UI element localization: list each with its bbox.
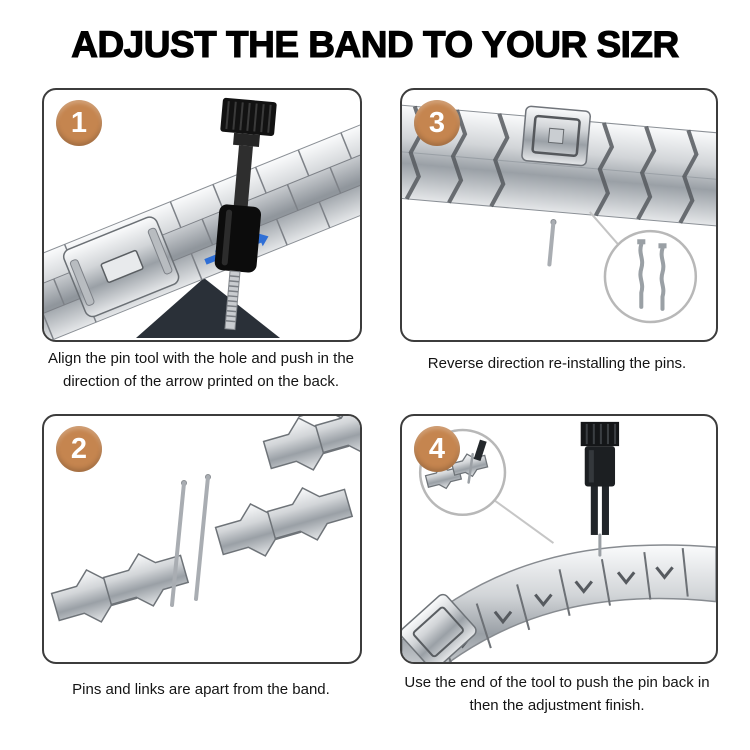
leader-line bbox=[589, 211, 619, 245]
step4-caption: Use the end of the tool to push the pin … bbox=[404, 674, 710, 715]
step3-panel: 3 bbox=[400, 88, 718, 342]
step2-illustration-links-apart bbox=[47, 416, 360, 634]
pin-removal-tool bbox=[214, 97, 277, 331]
step4-badge: 4 bbox=[414, 426, 460, 472]
watch-band-curved bbox=[402, 544, 716, 662]
clasp bbox=[521, 105, 592, 167]
step4-illustration-push-pin-back bbox=[402, 421, 716, 662]
step1-badge: 1 bbox=[56, 100, 102, 146]
loose-pins bbox=[170, 474, 211, 607]
step2-badge: 2 bbox=[56, 426, 102, 472]
step3-illustration-reinstall-pins bbox=[402, 104, 716, 324]
pin-push-tool bbox=[580, 421, 620, 557]
clasp bbox=[62, 216, 180, 318]
watch-band bbox=[402, 104, 716, 228]
leader-line bbox=[494, 499, 555, 544]
page-title: ADJUST THE BAND TO YOUR SIZR bbox=[71, 23, 680, 65]
step4-panel: 4 bbox=[400, 414, 718, 664]
step1-panel: 1 bbox=[42, 88, 362, 342]
step2-caption: Pins and links are apart from the band. bbox=[72, 681, 330, 698]
step2-panel: 2 bbox=[42, 414, 362, 664]
step3-caption: Reverse direction re-installing the pins… bbox=[427, 355, 687, 372]
clasp bbox=[402, 593, 477, 662]
step1-illustration-band-with-pin-tool bbox=[44, 97, 360, 340]
step3-badge: 3 bbox=[414, 100, 460, 146]
step1-caption: Align the pin tool with the hole and pus… bbox=[47, 350, 355, 391]
zoom-detail-circle bbox=[603, 229, 698, 324]
loose-pin bbox=[547, 219, 557, 267]
shadow-shape bbox=[136, 278, 280, 338]
